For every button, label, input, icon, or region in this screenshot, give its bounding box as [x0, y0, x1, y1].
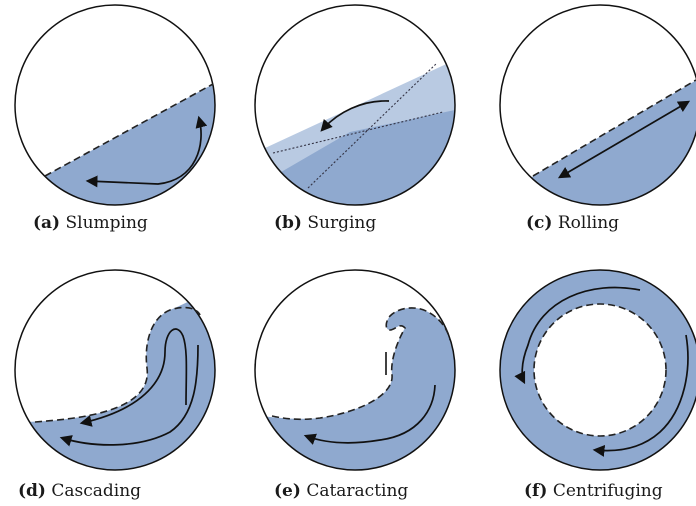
caption-letter: (d) — [18, 481, 46, 501]
panel-cataracting — [255, 270, 455, 470]
panel-slumping — [15, 5, 215, 215]
caption-centrifuging: (f) Centrifuging — [524, 481, 663, 501]
granular-bed — [500, 78, 696, 215]
caption-letter: (f) — [524, 481, 547, 501]
caption-slumping: (a) Slumping — [33, 213, 148, 233]
caption-label: Centrifuging — [553, 481, 663, 501]
caption-surging: (b) Surging — [274, 213, 376, 233]
caption-cascading: (d) Cascading — [18, 481, 141, 501]
panel-surging — [250, 5, 455, 215]
caption-label: Cataracting — [306, 481, 408, 501]
caption-rolling: (c) Rolling — [526, 213, 619, 233]
panel-centrifuging — [500, 270, 696, 470]
granular-bed — [255, 308, 455, 470]
inner-free-surface — [534, 304, 666, 436]
caption-letter: (b) — [274, 213, 302, 233]
caption-label: Cascading — [51, 481, 141, 501]
granular-bed — [15, 296, 215, 470]
caption-label: Rolling — [558, 213, 619, 233]
caption-label: Surging — [307, 213, 376, 233]
panel-rolling — [500, 5, 696, 215]
caption-cataracting: (e) Cataracting — [274, 481, 408, 501]
panel-cascading — [15, 270, 215, 470]
caption-letter: (a) — [33, 213, 60, 233]
caption-letter: (e) — [274, 481, 301, 501]
caption-label: Slumping — [66, 213, 148, 233]
caption-letter: (c) — [526, 213, 552, 233]
granular-bed — [15, 83, 215, 215]
